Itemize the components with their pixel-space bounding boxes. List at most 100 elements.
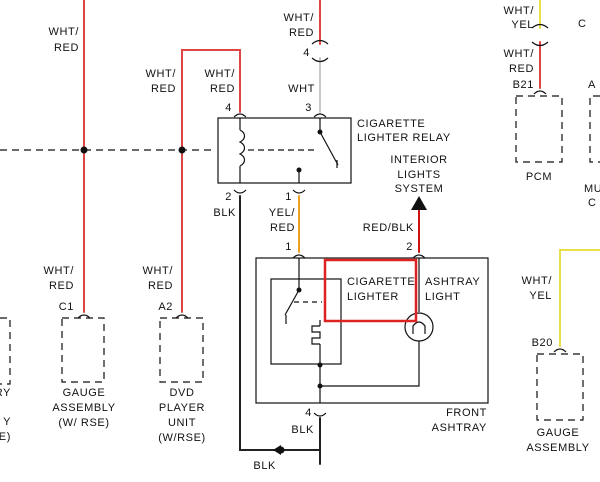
- label-ashtray-pin-2: 2: [406, 241, 413, 253]
- label-left-feed-line1: WHT/: [145, 68, 176, 80]
- label-ashtray-pin-4: 4: [305, 407, 312, 419]
- label-lighter-feed-line2: RED: [270, 222, 295, 234]
- highlight-box: [323, 258, 418, 323]
- label-partial-left-line2: Y: [3, 416, 11, 428]
- label-partial-left-line1: RY: [0, 387, 11, 399]
- connector-gauge: [77, 314, 91, 319]
- label-relay-pin4-line2: RED: [210, 83, 235, 95]
- label-dvd-line3: UNIT: [168, 417, 196, 429]
- connector-top-pin4: [311, 39, 329, 63]
- box-right-gauge: [536, 353, 584, 421]
- label-gauge-line2: ASSEMBLY: [52, 402, 115, 414]
- label-lighter-line2: LIGHTER: [347, 291, 399, 303]
- label-top-relay-line2: RED: [289, 27, 314, 39]
- label-pcm-top-line1: WHT/: [503, 5, 534, 17]
- label-right-feed-line1: WHT/: [521, 275, 552, 287]
- label-pcm-feed-line1: WHT/: [503, 48, 534, 60]
- connector-relay-1: [292, 189, 306, 194]
- wire-right-feed-wht-yel: [559, 249, 600, 347]
- wire-relay-pin4-wht-red: [181, 49, 241, 313]
- label-gauge-feed-line1: WHT/: [43, 265, 74, 277]
- connectors: [77, 23, 567, 417]
- splice-dot-dvd: [178, 146, 186, 154]
- relay-internals: [238, 118, 339, 183]
- component-boxes: [0, 95, 600, 421]
- relay-contact-dot-b: [296, 167, 302, 173]
- relay-box: [217, 117, 352, 184]
- label-right-gauge-line1: GAUGE: [537, 427, 580, 439]
- wire-relay-ground-blk: [239, 195, 321, 451]
- label-partial-right-mark: C: [578, 18, 587, 30]
- relay-contact-dot-a: [317, 129, 323, 135]
- interior-lights-arrow: [411, 196, 427, 210]
- box-partial-right: [589, 95, 600, 163]
- label-right-feed-line2: YEL: [529, 290, 552, 302]
- label-relay-pin-4: 4: [225, 102, 232, 114]
- connector-pcm: [533, 90, 547, 95]
- connector-relay-2: [233, 189, 247, 194]
- ashtray-junction-dot-a: [317, 362, 323, 368]
- label-pcm-pin: B21: [513, 79, 534, 91]
- connector-ashtray-1: [292, 254, 306, 259]
- ground-arrow: [273, 445, 281, 455]
- label-top-left-line1: WHT/: [48, 26, 79, 38]
- label-relay-name-line1: CIGARETTE: [357, 118, 425, 130]
- label-pcm: PCM: [526, 171, 552, 183]
- label-lighter-feed-line1: YEL/: [269, 207, 296, 219]
- box-pcm: [515, 95, 563, 163]
- label-gauge-line3: (W/ RSE): [58, 417, 109, 429]
- connector-relay-3: [313, 113, 327, 118]
- lighter-internals: [284, 258, 322, 403]
- label-dvd-feed-line1: WHT/: [142, 265, 173, 277]
- label-relay-pin4-line1: WHT/: [204, 68, 235, 80]
- connector-dvd: [175, 314, 189, 319]
- label-dvd-pin: A2: [158, 301, 173, 313]
- label-relay-pin-3: 3: [305, 102, 312, 114]
- label-pcm-top-line2: YEL: [511, 19, 534, 31]
- label-interior-lights-line1: INTERIOR: [390, 154, 447, 166]
- label-lights-feed: RED/BLK: [363, 222, 414, 234]
- connector-relay-4: [233, 113, 247, 118]
- label-ashtray-ground: BLK: [291, 424, 314, 436]
- label-front-ashtray-line2: ASHTRAY: [432, 422, 487, 434]
- label-ashtray-pin-1: 1: [285, 241, 292, 253]
- connector-pcm-top: [531, 23, 549, 47]
- label-dvd-feed-line2: RED: [148, 280, 173, 292]
- label-dvd-line2: PLAYER: [159, 402, 205, 414]
- label-gauge-pin: C1: [59, 301, 74, 313]
- label-dvd-line4: (W/RSE): [158, 432, 206, 444]
- box-partial-left: [0, 317, 11, 385]
- label-relay-name-line2: LIGHTER RELAY: [357, 132, 451, 144]
- label-relay-pin-2: 2: [225, 191, 232, 203]
- label-left-feed-line2: RED: [151, 83, 176, 95]
- label-relay-pin3: WHT: [288, 83, 315, 95]
- label-interior-lights-line3: SYSTEM: [395, 183, 444, 195]
- label-partial-right-line1: MU: [584, 183, 600, 195]
- label-front-ashtray-line1: FRONT: [446, 407, 487, 419]
- label-top-relay-line1: WHT/: [283, 12, 314, 24]
- label-bottom-ground: BLK: [253, 460, 276, 472]
- wires: [83, 0, 600, 465]
- label-lighter-line1: CIGARETTE: [347, 276, 415, 288]
- label-dvd-line1: DVD: [169, 387, 194, 399]
- box-dvd: [159, 317, 204, 383]
- label-relay-pin-1: 1: [285, 191, 292, 203]
- label-gauge-feed-line2: RED: [49, 280, 74, 292]
- connector-ashtray-4: [313, 412, 327, 417]
- front-ashtray-box: [255, 257, 489, 404]
- lighter-contact-dot: [296, 287, 302, 293]
- label-interior-lights-line2: LIGHTS: [397, 169, 440, 181]
- label-top-pin: 4: [303, 47, 310, 59]
- splice-dot-gauge: [80, 146, 88, 154]
- label-relay-ground: BLK: [213, 207, 236, 219]
- label-pcm-feed-line2: RED: [509, 63, 534, 75]
- label-top-left-line2: RED: [54, 42, 79, 54]
- labels: WHT/ RED WHT/ RED 4 WHT/ RED WHT/ RED WH…: [0, 5, 600, 472]
- label-partial-right-top: A: [588, 79, 596, 91]
- label-partial-right-line2: C: [588, 197, 597, 209]
- label-gauge-line1: GAUGE: [63, 387, 106, 399]
- label-right-gauge-pin: B20: [532, 337, 553, 349]
- label-ashtray-light-line2: LIGHT: [425, 291, 460, 303]
- label-right-gauge-line2: ASSEMBLY: [526, 442, 589, 454]
